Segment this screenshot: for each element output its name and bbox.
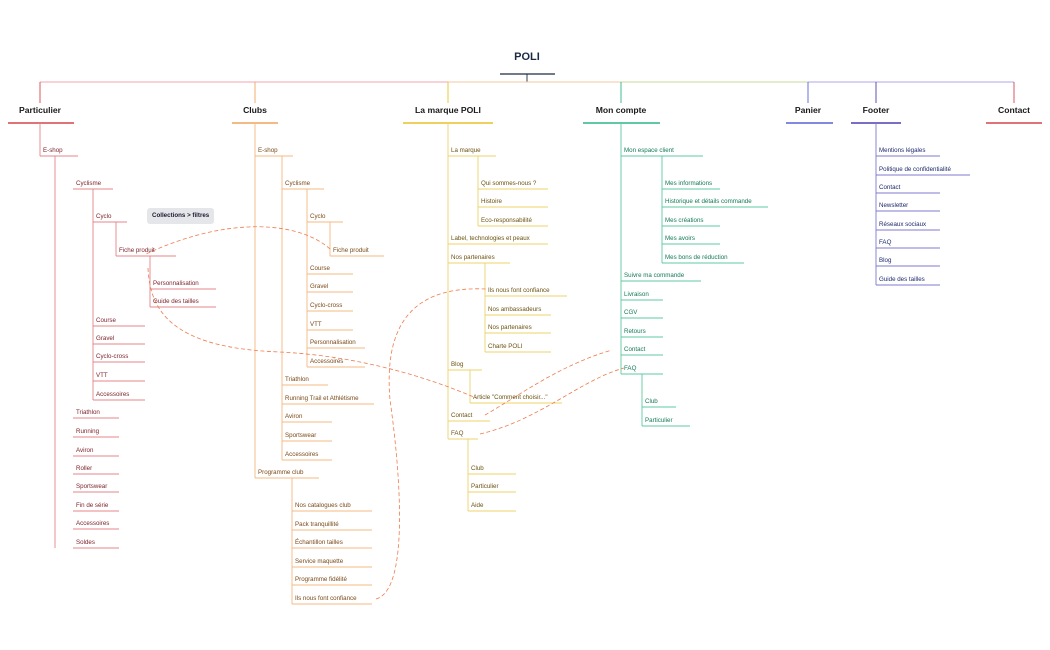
section-footer: Footer: [862, 105, 890, 115]
node-marque-contact: Contact: [451, 412, 473, 419]
node-running: Running: [76, 428, 100, 435]
node-marque-blog: Blog: [451, 361, 464, 368]
node-suivre-commande: Suivre ma commande: [624, 272, 685, 279]
node-clubs-gravel: Gravel: [310, 283, 329, 290]
node-clubs-pack: Pack tranquillité: [295, 521, 339, 528]
node-clubs-aviron: Aviron: [285, 413, 303, 420]
node-compte-creations: Mes créations: [665, 217, 704, 224]
node-clubs-cyclisme: Cyclisme: [285, 180, 311, 187]
node-guide-tailles: Guide des tailles: [153, 298, 199, 305]
node-compte-contact: Contact: [624, 346, 646, 353]
node-marque-faq-aide: Aide: [471, 502, 484, 509]
section-marque: La marque POLI: [415, 105, 481, 115]
node-compte-livraison: Livraison: [624, 291, 649, 298]
link-contact: [484, 349, 613, 416]
node-clubs-fiche-produit: Fiche produit: [333, 247, 369, 254]
node-compte-retours: Retours: [624, 328, 646, 335]
node-compte-cgv: CGV: [624, 309, 638, 316]
node-clubs-confiance: Ils nous font confiance: [295, 595, 357, 602]
node-compte-avoirs: Mes avoirs: [665, 235, 695, 242]
node-marque-charte: Charte POLI: [488, 343, 523, 350]
node-article-comment-choisir: Article "Comment choisir...": [473, 394, 548, 401]
node-clubs-maquette: Service maquette: [295, 558, 344, 565]
node-label-tech: Label, technologies et peaux: [451, 235, 530, 242]
node-clubs-accessoires-cyclisme: Accessoires: [310, 358, 344, 365]
node-marque-nos-partenaires: Nos partenaires: [488, 324, 532, 331]
node-compte-faq: FAQ: [624, 365, 637, 372]
node-accessoires: Accessoires: [76, 520, 110, 527]
node-marque-faq: FAQ: [451, 430, 464, 437]
node-marque-histoire: Histoire: [481, 198, 502, 205]
node-footer-reseaux: Réseaux sociaux: [879, 221, 927, 228]
root-title: POLI: [514, 51, 540, 63]
node-marque-ambassadeurs: Nos ambassadeurs: [488, 306, 542, 313]
node-footer-faq: FAQ: [879, 239, 892, 246]
node-cyclisme: Cyclisme: [76, 180, 102, 187]
node-compte-infos: Mes informations: [665, 180, 713, 187]
node-clubs-cyclo-cross: Cyclo-cross: [310, 302, 343, 309]
node-clubs-running-trail: Running Trail et Athlétisme: [285, 395, 359, 402]
node-fiche-produit: Fiche produit: [119, 247, 155, 254]
node-footer-politique: Politique de confidentialité: [879, 166, 951, 173]
node-accessoires-cyclisme: Accessoires: [96, 391, 130, 398]
filters-note-tag: Collections > filtres: [147, 208, 215, 224]
section-panier: Panier: [794, 105, 822, 115]
node-footer-blog: Blog: [879, 257, 892, 264]
node-marque-qui: Qui sommes-nous ?: [481, 180, 537, 187]
node-marque-confiance: Ils nous font confiance: [488, 287, 550, 294]
node-footer-mentions: Mentions légales: [879, 147, 926, 154]
node-vtt: VTT: [96, 372, 108, 379]
node-eshop: E-shop: [43, 147, 63, 154]
node-course: Course: [96, 317, 116, 324]
node-clubs-catalogues: Nos catalogues club: [295, 502, 351, 509]
node-clubs-vtt: VTT: [310, 321, 322, 328]
node-cyclo: Cyclo: [96, 213, 112, 220]
node-clubs-cyclo: Cyclo: [310, 213, 326, 220]
node-compte-faq-particulier: Particulier: [645, 417, 673, 424]
node-gravel: Gravel: [96, 335, 115, 342]
link-faq: [479, 367, 625, 435]
node-clubs-sportswear: Sportswear: [285, 432, 317, 439]
node-sportswear: Sportswear: [76, 483, 108, 490]
link-confiance: [375, 288, 487, 600]
node-compte-faq-club: Club: [645, 398, 658, 405]
node-clubs-course: Course: [310, 265, 330, 272]
node-aviron: Aviron: [76, 447, 94, 454]
node-soldes: Soldes: [76, 539, 95, 546]
node-cyclo-cross: Cyclo-cross: [96, 353, 129, 360]
node-compte-bons: Mes bons de réduction: [665, 254, 728, 261]
node-footer-newsletter: Newsletter: [879, 202, 909, 209]
node-clubs-accessoires: Accessoires: [285, 451, 319, 458]
node-footer-guide: Guide des tailles: [879, 276, 925, 283]
node-la-marque: La marque: [451, 147, 481, 154]
node-clubs-fidelite: Programme fidélité: [295, 576, 347, 583]
node-roller: Roller: [76, 465, 93, 472]
node-clubs-personnalisation: Personnalisation: [310, 339, 356, 346]
node-compte-historique: Historique et détails commande: [665, 198, 752, 205]
node-footer-contact: Contact: [879, 184, 901, 191]
node-marque-faq-particulier: Particulier: [471, 483, 499, 490]
node-programme-club: Programme club: [258, 469, 304, 476]
node-clubs-eshop: E-shop: [258, 147, 278, 154]
node-triathlon: Triathlon: [76, 409, 100, 416]
node-espace-client: Mon espace client: [624, 147, 674, 154]
node-nos-partenaires-group: Nos partenaires: [451, 254, 495, 261]
section-particulier: Particulier: [18, 105, 62, 115]
node-clubs-triathlon: Triathlon: [285, 376, 309, 383]
node-fin-serie: Fin de série: [76, 502, 109, 509]
link-fiche-produit: [145, 226, 331, 255]
node-clubs-echantillon: Échantillon tailles: [295, 539, 343, 546]
node-personnalisation: Personnalisation: [153, 280, 199, 287]
section-contact: Contact: [998, 105, 1030, 115]
node-marque-faq-club: Club: [471, 465, 484, 472]
section-compte: Mon compte: [595, 105, 647, 115]
link-fiche-to-article: [147, 267, 477, 399]
section-clubs: Clubs: [243, 105, 267, 115]
node-marque-eco: Eco-responsabilité: [481, 217, 532, 224]
